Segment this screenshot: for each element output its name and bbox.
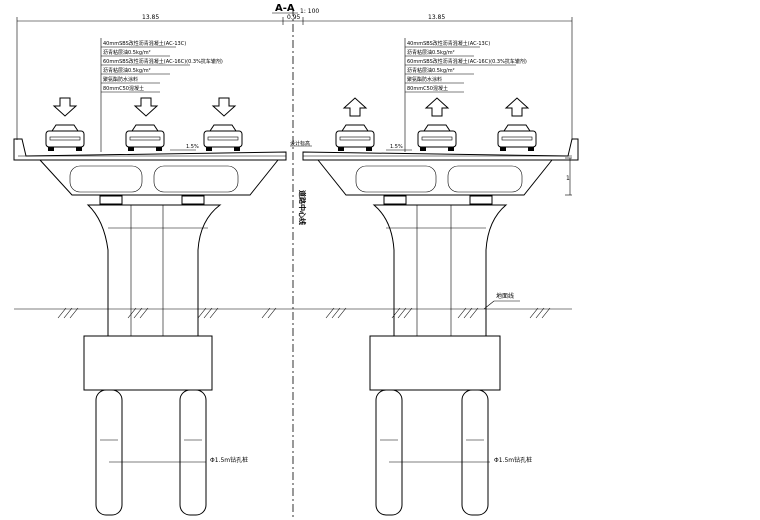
pavement-notes-right: 40mmSBS改性沥青混凝土(AC-13C) 沥青粘层油0.5kg/m² 60m… bbox=[404, 38, 527, 152]
slope-left: 1.5% bbox=[186, 144, 199, 150]
svg-text:沥青粘层油0.5kg/m²: 沥青粘层油0.5kg/m² bbox=[407, 67, 455, 74]
left-vehicles bbox=[45, 97, 243, 151]
svg-text:聚氨酯防水涂料: 聚氨酯防水涂料 bbox=[103, 76, 138, 83]
svg-text:沥青粘层油0.5kg/m²: 沥青粘层油0.5kg/m² bbox=[407, 49, 455, 56]
arrow-down-icon bbox=[52, 97, 78, 117]
right-bridge: Φ1.5m钻孔桩 1.5% bbox=[302, 138, 579, 516]
left-bridge: Φ1.5m钻孔桩 1.5% 设计标高 bbox=[13, 138, 312, 516]
slope-right: 1.5% bbox=[390, 144, 403, 150]
ground-hatch bbox=[57, 307, 551, 319]
pile-label-left: Φ1.5m钻孔桩 bbox=[210, 456, 248, 464]
arrow-down-icon bbox=[211, 97, 237, 117]
arrow-down-icon bbox=[133, 97, 159, 117]
arrow-up-icon bbox=[342, 97, 368, 117]
arrow-up-icon bbox=[424, 97, 450, 117]
side-dimension: 1 bbox=[565, 157, 572, 196]
svg-text:60mmSBS改性沥青混凝土(AC-16C)(0.3%抗车辙: 60mmSBS改性沥青混凝土(AC-16C)(0.3%抗车辙剂) bbox=[103, 58, 223, 65]
top-dimension-line: 13.85 0.95 13.85 bbox=[16, 14, 573, 140]
dim-median-gap: 0.95 bbox=[287, 14, 301, 21]
section-title: A-A bbox=[275, 3, 295, 14]
svg-text:80mmC50混凝土: 80mmC50混凝土 bbox=[407, 85, 448, 92]
svg-text:1: 1 bbox=[566, 175, 570, 182]
scale-label: 1: 100 bbox=[300, 8, 319, 15]
svg-text:聚氨酯防水涂料: 聚氨酯防水涂料 bbox=[407, 76, 442, 83]
road-centerline-label: 道路中心线 bbox=[298, 190, 307, 225]
car-icon bbox=[417, 124, 457, 151]
svg-text:60mmSBS改性沥青混凝土(AC-16C)(0.3%抗车辙: 60mmSBS改性沥青混凝土(AC-16C)(0.3%抗车辙剂) bbox=[407, 58, 527, 65]
ground-line-label: 地面线 bbox=[496, 292, 514, 300]
car-icon bbox=[125, 124, 165, 151]
svg-text:80mmC50混凝土: 80mmC50混凝土 bbox=[103, 85, 144, 92]
arrow-up-icon bbox=[504, 97, 530, 117]
svg-text:沥青粘层油0.5kg/m²: 沥青粘层油0.5kg/m² bbox=[103, 67, 151, 74]
car-icon bbox=[203, 124, 243, 151]
pile-label-right: Φ1.5m钻孔桩 bbox=[494, 456, 532, 464]
dim-right-width: 13.85 bbox=[428, 14, 445, 21]
svg-text:40mmSBS改性沥青混凝土(AC-13C): 40mmSBS改性沥青混凝土(AC-13C) bbox=[103, 40, 186, 47]
pavement-notes-left: 40mmSBS改性沥青混凝土(AC-13C) 沥青粘层油0.5kg/m² 60m… bbox=[100, 38, 223, 152]
car-icon bbox=[335, 124, 375, 151]
car-icon bbox=[45, 124, 85, 151]
svg-text:沥青粘层油0.5kg/m²: 沥青粘层油0.5kg/m² bbox=[103, 49, 151, 56]
design-elevation-label: 设计标高 bbox=[290, 140, 310, 147]
right-vehicles bbox=[335, 97, 537, 151]
svg-text:40mmSBS改性沥青混凝土(AC-13C): 40mmSBS改性沥青混凝土(AC-13C) bbox=[407, 40, 490, 47]
dim-left-width: 13.85 bbox=[142, 14, 159, 21]
car-icon bbox=[497, 124, 537, 151]
